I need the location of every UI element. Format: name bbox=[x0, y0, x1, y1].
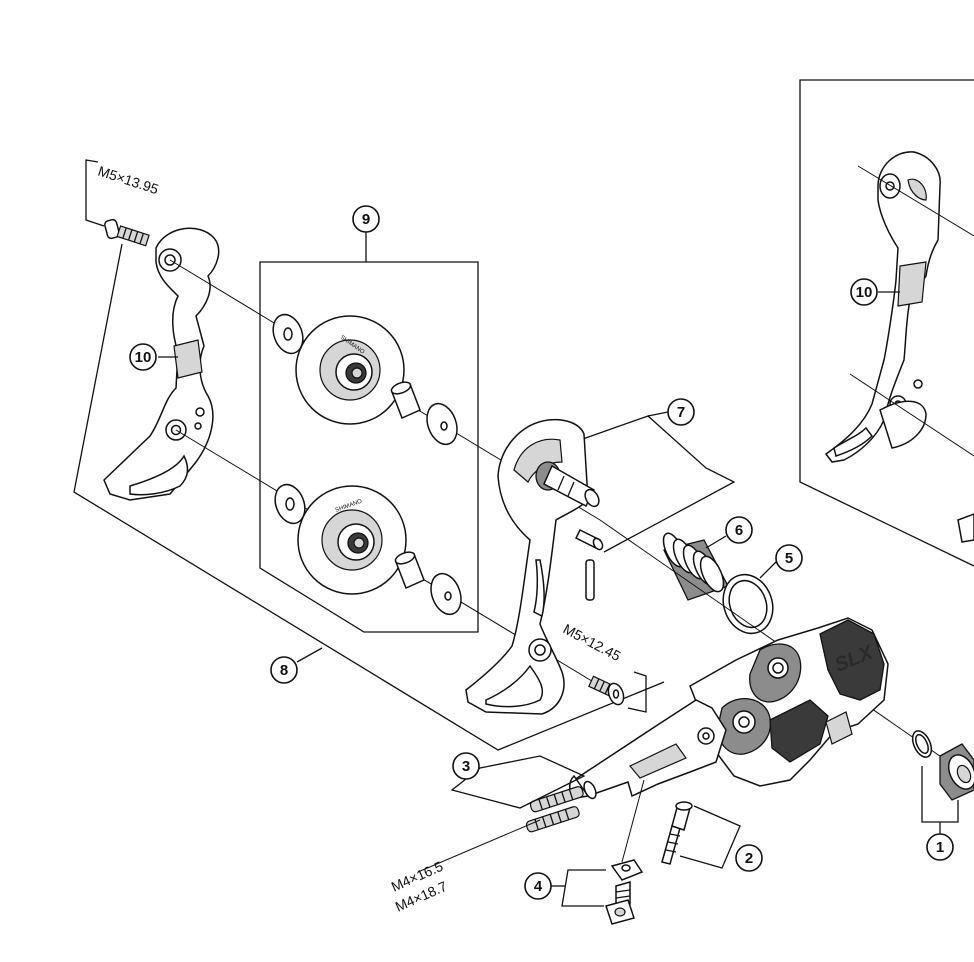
outer-cage-plate bbox=[465, 418, 589, 715]
callout-4: 4 bbox=[524, 872, 552, 900]
callout-3: 3 bbox=[452, 752, 480, 780]
svg-text:9: 9 bbox=[362, 211, 370, 228]
callout-10b: 10 bbox=[850, 278, 878, 306]
inset-axis-upper bbox=[857, 165, 974, 237]
derailleur-bracket bbox=[569, 699, 727, 799]
top-screw-dimension: M5×13.95 bbox=[96, 163, 161, 198]
upper-pulley: SHIMANO bbox=[295, 315, 405, 425]
inset-axis-lower bbox=[849, 373, 974, 457]
svg-text:1: 1 bbox=[936, 839, 944, 856]
svg-text:2: 2 bbox=[745, 850, 753, 867]
callout-8: 8 bbox=[270, 647, 323, 684]
stop-pin bbox=[574, 528, 604, 601]
part-9-group-box bbox=[259, 232, 479, 633]
leader-6 bbox=[705, 535, 727, 549]
callout-10a: 10 bbox=[129, 343, 157, 371]
upper-washer-inner bbox=[426, 402, 458, 446]
pulley-screw-dimension-leader bbox=[627, 671, 647, 713]
pulley-screw bbox=[588, 675, 625, 706]
cage-spring bbox=[662, 532, 729, 601]
b-screw-upper bbox=[529, 780, 597, 813]
inset-inner-plate bbox=[824, 151, 974, 543]
inset-panel bbox=[799, 79, 974, 567]
callout-7: 7 bbox=[667, 398, 695, 426]
svg-text:8: 8 bbox=[280, 662, 288, 679]
svg-text:10: 10 bbox=[856, 284, 873, 301]
svg-text:5: 5 bbox=[785, 550, 793, 567]
derailleur-body: SLX bbox=[689, 617, 889, 787]
lower-bushing bbox=[394, 551, 425, 590]
pulley-screw-dimension: M5×12.45 bbox=[561, 621, 624, 665]
upper-bushing bbox=[390, 381, 421, 420]
lower-pulley: SHIMANO bbox=[297, 485, 407, 595]
part-8-group-box bbox=[73, 243, 665, 751]
mounting-bolt-ring bbox=[911, 730, 933, 758]
seal-ring bbox=[722, 573, 774, 635]
svg-text:6: 6 bbox=[735, 522, 743, 539]
leader-3 bbox=[450, 755, 586, 809]
adjust-screw bbox=[661, 801, 693, 865]
top-cage-screw bbox=[104, 218, 150, 247]
stop-screw-axis bbox=[621, 779, 645, 863]
svg-text:10: 10 bbox=[135, 349, 152, 366]
b-screw-axis bbox=[417, 819, 541, 873]
svg-text:4: 4 bbox=[534, 878, 543, 895]
top-screw-dimension-leader bbox=[85, 159, 105, 227]
svg-text:3: 3 bbox=[462, 758, 470, 775]
mounting-bolt bbox=[939, 743, 974, 801]
leader-2 bbox=[679, 805, 741, 869]
callout-2: 2 bbox=[735, 844, 763, 872]
callout-9: 9 bbox=[352, 205, 380, 233]
callout-6: 6 bbox=[725, 516, 753, 544]
stop-screw bbox=[605, 859, 644, 925]
leader-4 bbox=[561, 869, 606, 907]
callout-1: 1 bbox=[926, 833, 954, 861]
leader-5 bbox=[759, 561, 777, 579]
pivot-axle bbox=[535, 461, 600, 508]
b-screw-lower bbox=[525, 806, 580, 833]
upper-washer-outer bbox=[272, 313, 304, 355]
svg-text:7: 7 bbox=[677, 404, 685, 421]
part-7-group-box bbox=[579, 411, 736, 553]
callout-5: 5 bbox=[775, 544, 803, 572]
lower-washer-inner bbox=[430, 572, 462, 616]
lower-washer-outer bbox=[274, 483, 306, 525]
inner-cage-plate bbox=[103, 227, 220, 501]
